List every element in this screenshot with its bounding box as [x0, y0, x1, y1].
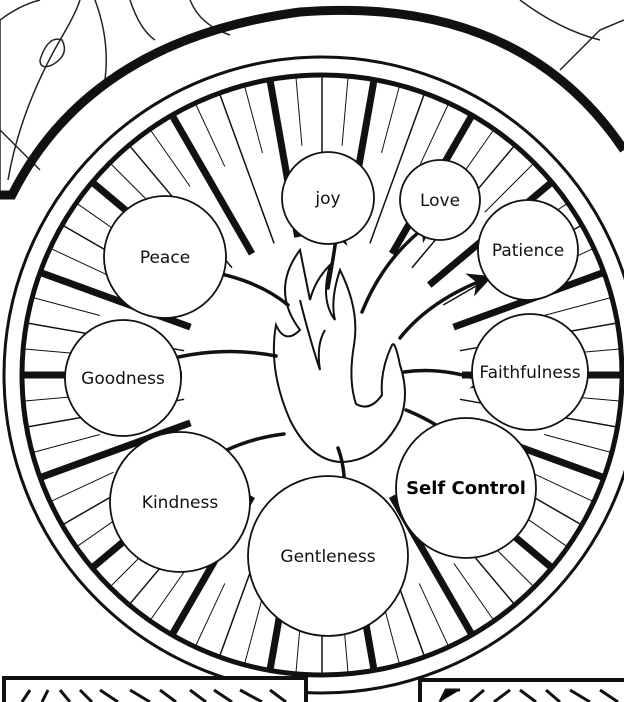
fruit-label-patience: Patience [492, 241, 564, 261]
caption-box-left [4, 678, 306, 702]
fruit-label-goodness: Goodness [81, 369, 165, 389]
fruit-node-self-control: Self Control [396, 418, 536, 558]
fruit-node-love: Love [400, 160, 480, 240]
fruit-label-gentleness: Gentleness [280, 547, 375, 567]
fruit-node-faithfulness: Faithfulness [472, 314, 588, 430]
caption-boxes [4, 678, 624, 702]
fruit-node-kindness: Kindness [110, 432, 250, 572]
fruit-label-faithfulness: Faithfulness [479, 363, 580, 383]
fruit-node-gentleness: Gentleness [248, 476, 408, 636]
fruit-node-peace: Peace [104, 196, 226, 318]
fruit-node-joy: joy [282, 152, 374, 244]
fruit-node-goodness: Goodness [65, 320, 181, 436]
fruit-label-love: Love [420, 191, 460, 211]
fruit-label-kindness: Kindness [142, 493, 219, 513]
fruit-label-self-control: Self Control [406, 478, 526, 499]
fruit-node-patience: Patience [478, 200, 578, 300]
fruit-label-peace: Peace [140, 248, 190, 268]
fruit-label-joy: joy [314, 189, 340, 209]
